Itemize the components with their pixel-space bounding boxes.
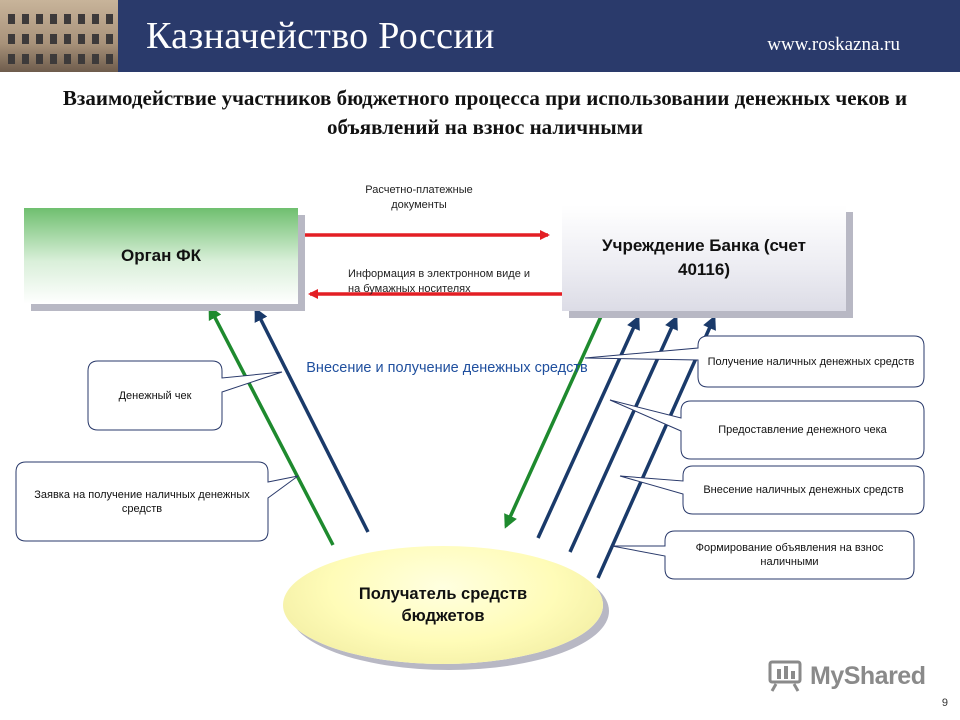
presentation-icon — [768, 660, 802, 692]
callout-provide-check: Предоставление денежного чека — [718, 424, 887, 436]
node-bank: Учреждение Банка (счет 40116) — [562, 205, 846, 311]
arrow-recipient-to-fk-navy — [254, 307, 370, 533]
logo-text: MyShared — [810, 661, 926, 690]
node-organ-fk: Орган ФК — [24, 208, 298, 304]
callout-form-declaration: Формирование объявления на взнос наличны… — [695, 542, 884, 568]
label-electronic-info: Информация в электронном виде и на бумаж… — [348, 268, 531, 295]
callout-deposit-cash-shape — [619, 465, 925, 515]
node-recipient: Получатель средств бюджетов — [283, 546, 603, 664]
header-bar: Казначейство России www.roskazna.ru — [0, 0, 960, 72]
callout-form-declaration-shape — [611, 530, 915, 580]
arrow-recipient-to-bank-navy-3 — [596, 315, 716, 579]
callout-cash-request-shape — [15, 461, 299, 542]
brand-title: Казначейство России — [146, 15, 495, 57]
myshared-logo[interactable]: MyShared — [768, 660, 926, 692]
callout-receive-cash: Получение наличных денежных средств — [707, 355, 915, 368]
page-number: 9 — [941, 697, 948, 709]
label-settlement-docs: Расчетно-платежные документы — [365, 184, 473, 211]
node-recipient-label: Получатель средств бюджетов — [358, 585, 528, 625]
callout-provide-check-shape — [609, 399, 925, 460]
arrow-bank-to-recipient-green — [504, 311, 605, 529]
building-photo — [0, 0, 118, 72]
label-cash-flow: Внесение и получение денежных средств — [306, 360, 588, 376]
callout-cash-check: Денежный чек — [118, 389, 192, 402]
callout-cash-request: Заявка на получение наличных денежных ср… — [34, 488, 250, 515]
callout-receive-cash-shape — [584, 335, 925, 388]
site-url[interactable]: www.roskazna.ru — [767, 34, 900, 55]
arrow-recipient-to-fk-green — [208, 305, 335, 546]
callout-deposit-cash: Внесение наличных денежных средств — [703, 484, 904, 496]
arrow-recipient-to-bank-navy-1 — [536, 315, 640, 539]
slide-title: Взаимодействие участников бюджетного про… — [62, 86, 908, 139]
callout-cash-check-shape — [87, 360, 283, 431]
